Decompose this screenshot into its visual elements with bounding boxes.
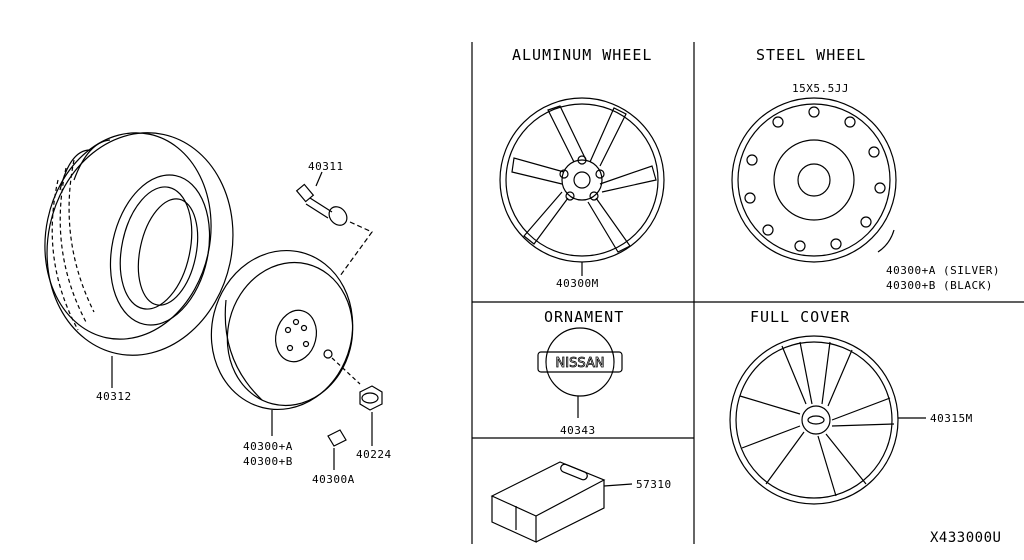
aluminum-wheel-header: ALUMINUM WHEEL: [512, 46, 653, 64]
ornament-drawing: NISSAN: [537, 327, 623, 418]
full-cover-drawing: [729, 335, 926, 505]
part-label-tool-kit: 57310: [636, 478, 672, 491]
part-label-spare-a: 40300+A: [243, 440, 293, 453]
steel-wheel-size: 15X5.5JJ: [792, 82, 849, 95]
full-cover-header: FULL COVER: [750, 308, 851, 326]
tire-drawing: [44, 132, 234, 388]
part-label-spare-b: 40300+B: [243, 455, 293, 468]
steel-wheel-drawing: [731, 97, 897, 263]
part-label-aluminum-wheel: 40300M: [556, 277, 599, 290]
panel-dividers: [471, 42, 1024, 544]
tool-kit-drawing: [490, 461, 633, 543]
nut-drawing: [359, 385, 383, 446]
diagram-reference-code: X433000U: [930, 530, 1002, 546]
part-label-weight: 40300A: [312, 473, 355, 486]
svg-text:NISSAN: NISSAN: [556, 356, 605, 371]
spare-wheel-drawing: [210, 249, 361, 436]
part-label-tire: 40312: [96, 390, 132, 403]
part-label-valve: 40311: [308, 160, 344, 173]
part-label-steel-b: 40300+B (BLACK): [886, 279, 993, 292]
part-label-full-cover: 40315M: [930, 412, 973, 425]
aluminum-wheel-drawing: [499, 97, 665, 276]
part-label-steel-a: 40300+A (SILVER): [886, 264, 1000, 277]
ornament-header: ORNAMENT: [544, 308, 625, 326]
part-label-nut: 40224: [356, 448, 392, 461]
valve-drawing: [295, 171, 373, 277]
steel-wheel-header: STEEL WHEEL: [756, 46, 867, 64]
part-label-ornament: 40343: [560, 424, 596, 437]
weight-drawing: [327, 429, 347, 470]
